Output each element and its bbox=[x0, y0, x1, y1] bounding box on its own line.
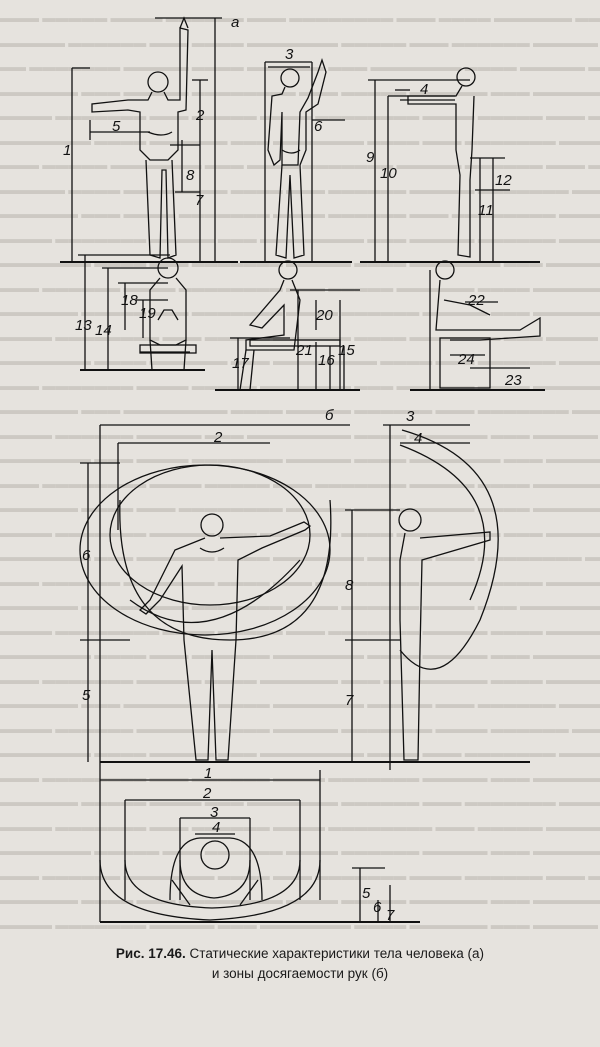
label-1-fig-a: 1 bbox=[63, 142, 71, 159]
label-7-plan: 7 bbox=[386, 907, 395, 924]
label-15: 15 bbox=[338, 342, 355, 359]
label-21: 21 bbox=[295, 342, 313, 359]
label-4-plan: 4 bbox=[212, 819, 220, 836]
label-2-fig-a: 2 bbox=[195, 107, 205, 124]
reach-zones-plan bbox=[99, 770, 420, 923]
seated-figure-profile bbox=[215, 260, 360, 391]
caption-number: Рис. 17.46. bbox=[115, 946, 186, 961]
label-3-plan: 3 bbox=[210, 804, 219, 821]
label-6-plan: 6 bbox=[373, 899, 382, 916]
label-8-profile-reach: 8 bbox=[345, 577, 354, 594]
seated-figure-front bbox=[78, 254, 205, 371]
label-3-fig-a: 3 bbox=[285, 46, 294, 63]
figure-part-a: а bbox=[60, 14, 545, 391]
figure-part-b: б bbox=[79, 407, 530, 923]
label-6-front-reach: 6 bbox=[82, 547, 91, 564]
label-4-profile-reach: 4 bbox=[414, 430, 422, 447]
label-22: 22 bbox=[467, 292, 485, 309]
caption-line-1: Статические характеристики тела человека… bbox=[189, 946, 485, 961]
label-10: 10 bbox=[380, 165, 397, 182]
reach-zones-front bbox=[79, 424, 370, 770]
label-3-profile-reach: 3 bbox=[406, 408, 415, 425]
label-12: 12 bbox=[495, 172, 512, 189]
label-5-plan: 5 bbox=[362, 885, 371, 902]
part-a-label: а bbox=[231, 14, 239, 31]
label-18: 18 bbox=[121, 292, 138, 309]
label-6-fig-a: 6 bbox=[314, 118, 323, 135]
label-24: 24 bbox=[457, 351, 475, 368]
label-20: 20 bbox=[315, 307, 333, 324]
seated-figure-legs-extended bbox=[410, 260, 545, 391]
label-23: 23 bbox=[504, 372, 522, 389]
label-1-plan: 1 bbox=[204, 765, 212, 782]
label-4-fig-a: 4 bbox=[420, 81, 428, 98]
label-17: 17 bbox=[232, 355, 249, 372]
label-5-fig-a: 5 bbox=[112, 118, 121, 135]
part-b-label: б bbox=[325, 407, 334, 424]
standing-figure-front bbox=[240, 57, 352, 263]
label-5-front-reach: 5 bbox=[82, 687, 91, 704]
label-13: 13 bbox=[75, 317, 92, 334]
label-7-profile-reach: 7 bbox=[345, 692, 354, 709]
caption-line-2: и зоны досягаемости рук (б) bbox=[211, 966, 389, 981]
label-2-front-reach: 2 bbox=[213, 429, 223, 446]
label-16: 16 bbox=[318, 352, 335, 369]
label-7-fig-a: 7 bbox=[195, 192, 204, 209]
standing-figure-arm-raised bbox=[60, 16, 238, 263]
label-19: 19 bbox=[139, 305, 156, 322]
dimension-labels: 1 2 3 4 5 6 7 8 9 10 11 12 13 14 15 16 1… bbox=[63, 46, 522, 924]
reach-zones-profile bbox=[345, 424, 530, 770]
label-9: 9 bbox=[366, 149, 375, 166]
label-11: 11 bbox=[478, 202, 494, 219]
figure-caption: Рис. 17.46. Статические характеристики т… bbox=[0, 944, 600, 984]
label-14: 14 bbox=[95, 322, 112, 339]
label-2-plan: 2 bbox=[202, 785, 212, 802]
label-8-fig-a: 8 bbox=[186, 167, 195, 184]
